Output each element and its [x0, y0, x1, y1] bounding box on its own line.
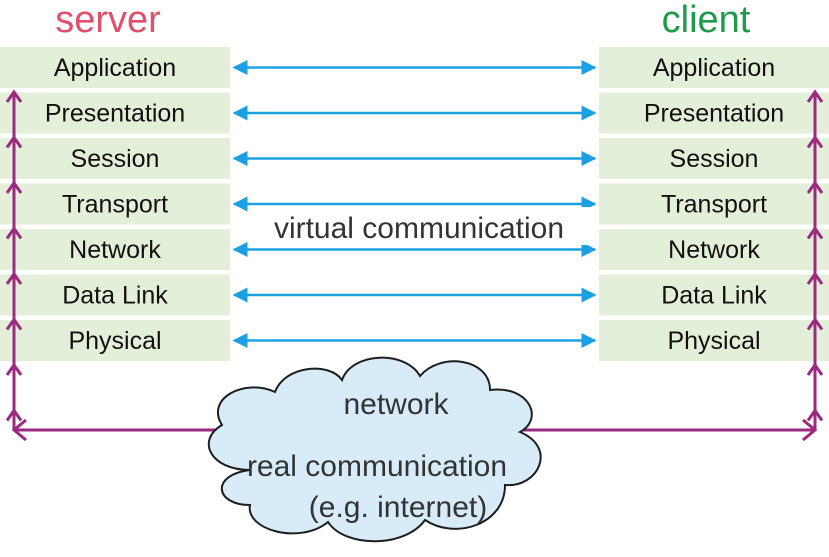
up-chevron-icon [806, 407, 824, 422]
client-layer-label: Transport [661, 191, 767, 219]
client-layer-box [599, 47, 829, 88]
client-layer-label: Application [653, 54, 775, 82]
example-internet-label: (e.g. internet) [309, 491, 487, 524]
server-title: server [55, 0, 161, 41]
server-layer-label: Network [69, 236, 161, 264]
up-chevron-icon [5, 134, 23, 149]
server-layer-box [0, 47, 230, 88]
up-chevron-icon [806, 362, 824, 376]
up-chevron-icon [5, 407, 23, 422]
up-chevron-icon [5, 271, 23, 285]
up-chevron-icon [806, 225, 824, 240]
client-layer-label: Physical [667, 327, 760, 355]
client-layer-box [599, 229, 829, 270]
client-layer-box [599, 274, 829, 316]
server-layer-label: Data Link [62, 282, 168, 310]
server-layer-box [0, 92, 230, 134]
up-chevron-icon [806, 89, 824, 103]
up-chevron-icon [5, 89, 23, 103]
real-communication-label: real communication [247, 450, 507, 483]
client-layer-stack: ApplicationPresentationSessionTransportN… [599, 47, 829, 361]
server-layer-box [0, 183, 230, 225]
up-chevron-icon [5, 316, 23, 331]
up-chevron-icon [806, 271, 824, 285]
server-layer-stack: ApplicationPresentationSessionTransportN… [0, 47, 230, 361]
up-chevron-icon [806, 316, 824, 331]
client-title: client [662, 0, 751, 41]
virtual-communication-label: virtual communication [274, 212, 564, 245]
virtual-communication-arrows [232, 60, 597, 348]
server-layer-box [0, 138, 230, 179]
client-layer-label: Presentation [644, 100, 784, 128]
up-chevron-icon [5, 180, 23, 194]
up-chevron-icon [5, 362, 23, 376]
client-layer-box [599, 320, 829, 361]
server-layer-box [0, 229, 230, 270]
server-layer-label: Physical [68, 327, 161, 355]
client-layer-box [599, 138, 829, 179]
up-chevron-icon [806, 180, 824, 194]
server-layer-label: Session [71, 145, 160, 173]
network-label: network [343, 388, 449, 421]
server-layer-label: Presentation [45, 100, 185, 128]
left-arrowhead-icon [11, 418, 27, 442]
server-layer-label: Application [54, 54, 176, 82]
client-layer-label: Data Link [661, 282, 767, 310]
server-layer-box [0, 274, 230, 316]
server-layer-label: Transport [62, 191, 168, 219]
up-chevron-icon [5, 225, 23, 240]
client-layer-label: Session [670, 145, 759, 173]
server-layer-box [0, 320, 230, 361]
up-chevron-icon [806, 134, 824, 149]
client-layer-box [599, 183, 829, 225]
network-cloud [207, 356, 542, 543]
client-layer-box [599, 92, 829, 134]
client-layer-label: Network [668, 236, 760, 264]
right-arrowhead-icon [802, 418, 818, 442]
virtual-label-backing [250, 207, 590, 245]
